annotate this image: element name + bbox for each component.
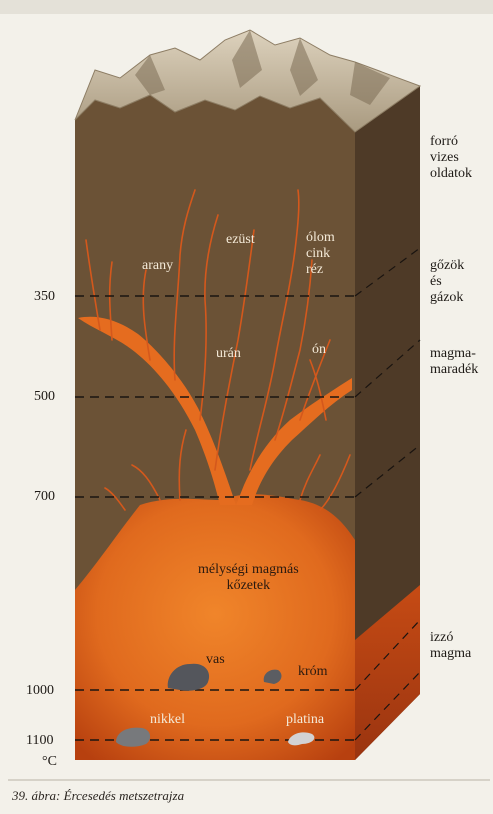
metal-label-krom: króm [298,664,328,680]
temp-label-350: 350 [34,289,55,305]
temp-label-500: 500 [34,389,55,405]
metal-label-ezust: ezüst [226,232,255,248]
metal-label-olom-cink-rez: ólom cink réz [306,230,335,278]
temp-label-1000: 1000 [26,683,54,699]
metal-label-uran: urán [216,346,241,362]
metal-label-vas: vas [206,652,225,668]
metal-label-nikkel: nikkel [150,712,185,728]
metal-label-platina: platina [286,712,324,728]
metal-label-arany: arany [142,258,173,274]
temp-label-1100: 1100 [26,733,53,749]
label-glowing-magma: izzó magma [430,630,471,662]
figure-caption: 39. ábra: Ércesedés metszetrajza [12,788,184,804]
temp-label-700: 700 [34,489,55,505]
label-magma-residue: magma- maradék [430,346,478,378]
temp-unit-label: °C [42,754,57,770]
label-hot-solutions: forró vizes oldatok [430,134,472,182]
metal-label-on: ón [312,342,326,358]
deep-rocks-label: mélységi magmás kőzetek [198,562,299,594]
label-vapors-gases: gőzök és gázok [430,258,464,306]
